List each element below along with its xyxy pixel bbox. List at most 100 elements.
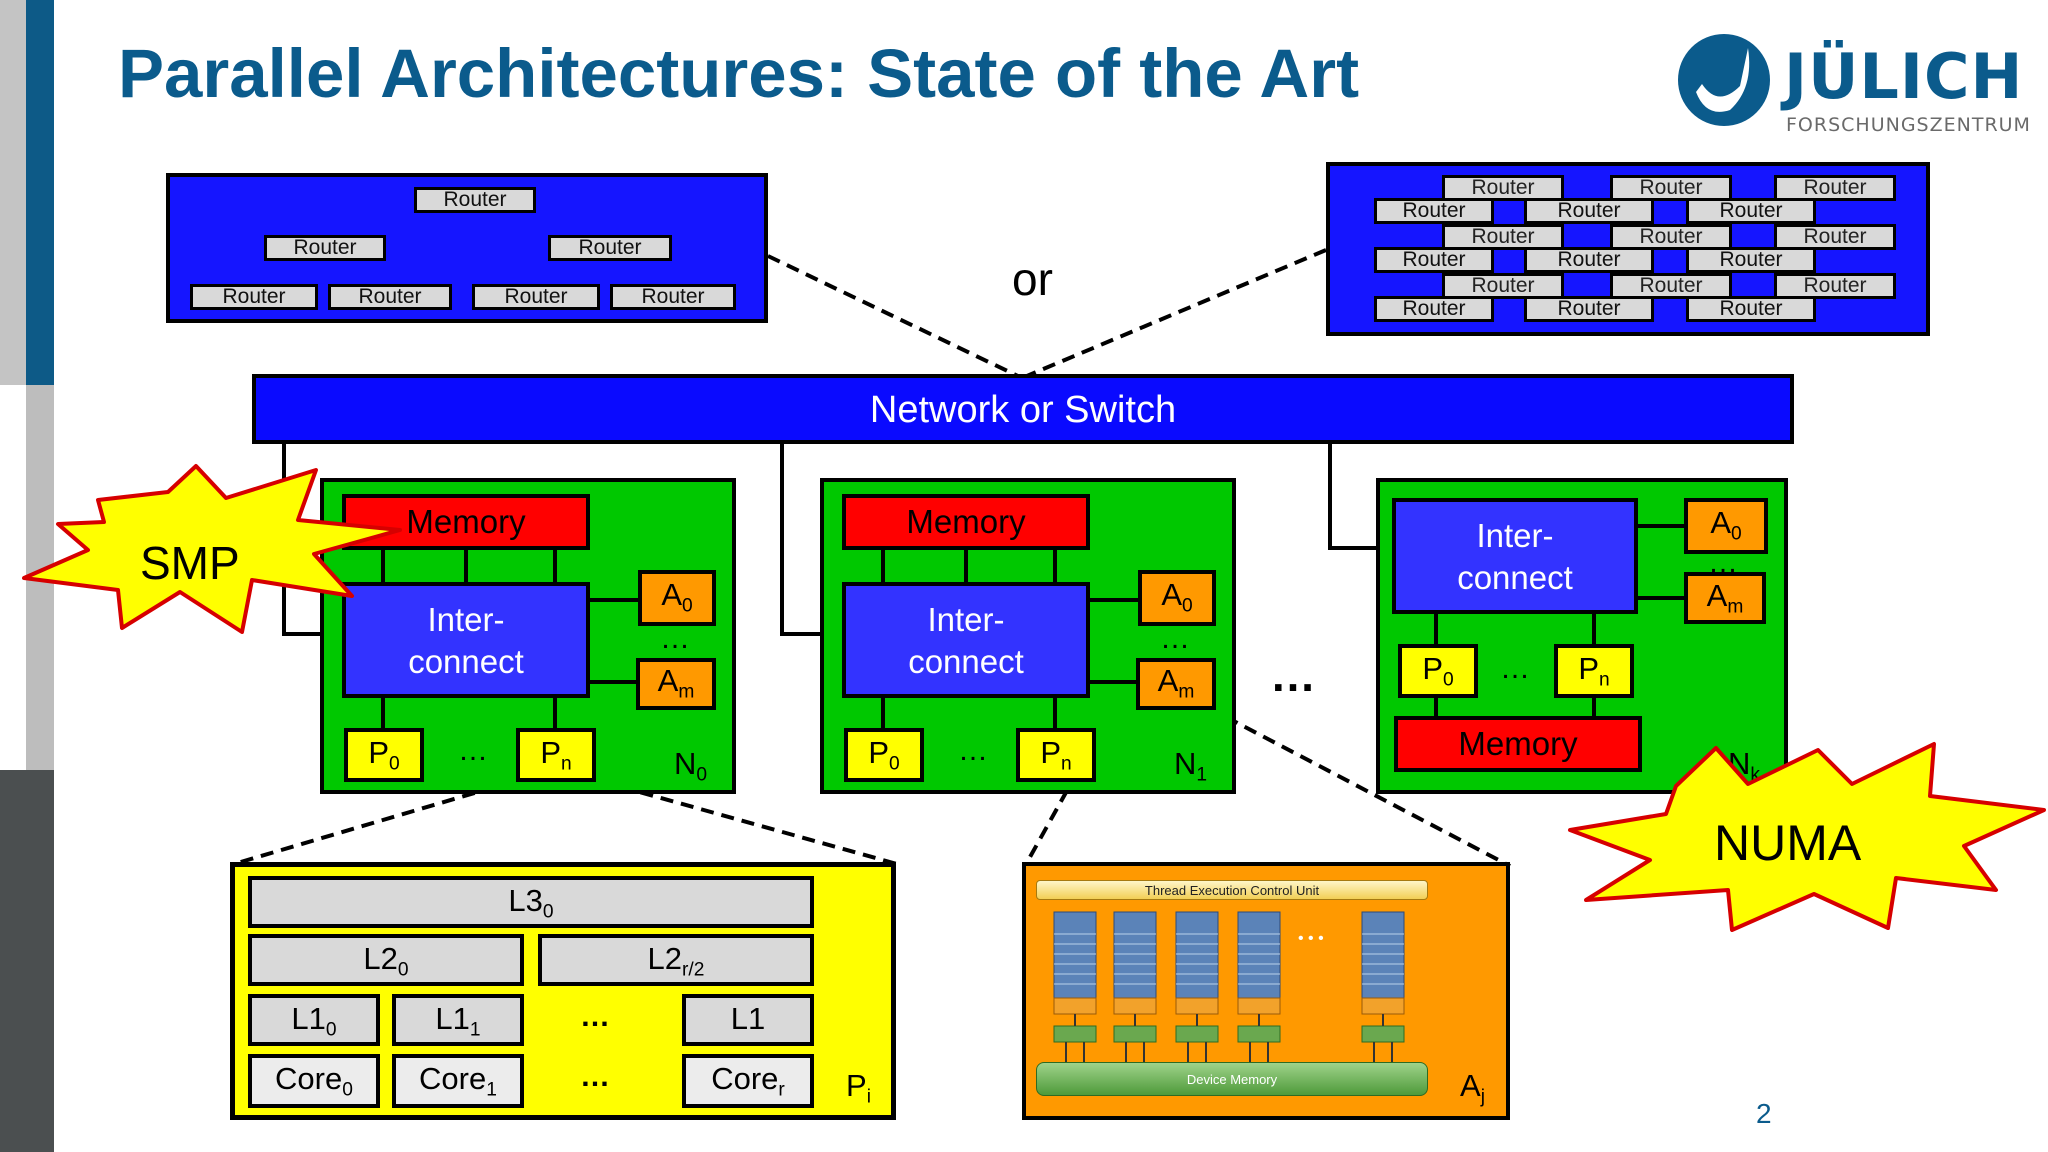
mesh-ghost-layer: Router Router Router Router Router Route… bbox=[1326, 162, 1930, 336]
wire bbox=[1634, 596, 1686, 600]
core-r: Corer bbox=[682, 1054, 814, 1108]
processor-p0: P0 bbox=[344, 728, 424, 782]
thread-processor-array bbox=[1053, 911, 1405, 1062]
wire bbox=[1053, 546, 1057, 586]
memory: Memory bbox=[342, 494, 590, 550]
wire bbox=[1328, 546, 1396, 550]
router: Router bbox=[1442, 224, 1564, 250]
wire bbox=[1328, 444, 1332, 550]
l1-cache-0: L10 bbox=[248, 994, 380, 1046]
accelerator-ellipsis: … bbox=[660, 622, 690, 655]
network-switch: Network or Switch bbox=[252, 374, 1794, 444]
interconnect: Inter- connect bbox=[842, 582, 1090, 698]
wire bbox=[588, 680, 640, 684]
interconnect-label-2: connect bbox=[908, 643, 1024, 680]
processor-detail-label: Pi bbox=[846, 1068, 871, 1108]
or-label: or bbox=[1012, 253, 1053, 305]
device-memory: Device Memory bbox=[1036, 1062, 1428, 1096]
core-0: Core0 bbox=[248, 1054, 380, 1108]
node-label-n1: N1 bbox=[1174, 746, 1208, 786]
router: Router bbox=[1442, 273, 1564, 299]
network-switch-label: Network or Switch bbox=[869, 389, 1177, 431]
node-label-n0: N0 bbox=[674, 746, 708, 786]
interconnect-label-1: Inter- bbox=[427, 601, 505, 638]
router: Router bbox=[264, 235, 386, 261]
accelerator-detail-label: Aj bbox=[1460, 1068, 1485, 1108]
l2-cache-r2: L2r/2 bbox=[538, 934, 814, 986]
processor-p0: P0 bbox=[1398, 644, 1478, 698]
accelerator-am: Am bbox=[1684, 572, 1766, 624]
processor-ellipsis: … bbox=[1500, 652, 1530, 685]
slide-title: Parallel Architectures: State of the Art bbox=[118, 35, 1360, 112]
accelerator-a0: A0 bbox=[1684, 498, 1768, 554]
interconnect-label-1: Inter- bbox=[927, 601, 1005, 638]
logo-name: JÜLICH bbox=[1784, 40, 2024, 113]
wire bbox=[1592, 610, 1596, 646]
wire bbox=[1053, 694, 1057, 730]
wire bbox=[1088, 598, 1140, 602]
side-bar-blue bbox=[26, 0, 54, 385]
logo-subtitle: FORSCHUNGSZENTRUM bbox=[1786, 114, 2031, 136]
numa-label: NUMA bbox=[1714, 815, 1862, 871]
router: Router bbox=[1524, 247, 1654, 273]
accelerator-a0: A0 bbox=[638, 570, 716, 626]
router: Router bbox=[1442, 175, 1564, 201]
interconnect: Inter- connect bbox=[342, 582, 590, 698]
accelerator-am: Am bbox=[1136, 658, 1216, 710]
wire bbox=[780, 444, 784, 636]
smp-burst bbox=[22, 464, 402, 634]
side-bar-gray-1 bbox=[0, 0, 26, 385]
interconnect: Inter- connect bbox=[1392, 498, 1638, 614]
nodes-ellipsis: … bbox=[1270, 649, 1316, 701]
numa-burst bbox=[1568, 742, 2046, 932]
router: Router bbox=[1524, 198, 1654, 224]
router: Router bbox=[472, 284, 600, 310]
router: Router bbox=[1524, 296, 1654, 322]
accelerator-am: Am bbox=[636, 658, 716, 710]
wire bbox=[881, 694, 885, 730]
interconnect-label-1: Inter- bbox=[1476, 517, 1554, 554]
wire bbox=[381, 694, 385, 730]
router: Router bbox=[1686, 198, 1816, 224]
smp-label: SMP bbox=[140, 537, 240, 589]
l1-cache-r: L1 bbox=[682, 994, 814, 1046]
router: Router bbox=[1774, 175, 1896, 201]
accelerator-dots: • • • bbox=[1298, 930, 1324, 947]
accelerator-ellipsis: … bbox=[1160, 622, 1190, 655]
core-ellipsis: … bbox=[580, 1060, 610, 1093]
l2-cache-0: L20 bbox=[248, 934, 524, 986]
l3-cache: L30 bbox=[248, 876, 814, 928]
router: Router bbox=[1610, 175, 1732, 201]
accelerator-a0: A0 bbox=[1138, 570, 1216, 626]
processor-pn: Pn bbox=[1554, 644, 1634, 698]
wire bbox=[1434, 610, 1438, 646]
router: Router bbox=[1374, 296, 1494, 322]
interconnect-label-2: connect bbox=[1457, 559, 1573, 596]
router: Router bbox=[1686, 247, 1816, 273]
interconnect-label-2: connect bbox=[408, 643, 524, 680]
wire bbox=[282, 632, 346, 636]
wire bbox=[1088, 680, 1140, 684]
wire bbox=[1592, 696, 1596, 718]
router: Router bbox=[1774, 273, 1896, 299]
thread-execution-control-unit: Thread Execution Control Unit bbox=[1036, 880, 1428, 900]
processor-pn: Pn bbox=[1016, 728, 1096, 782]
wire bbox=[1434, 696, 1438, 718]
router: Router bbox=[548, 235, 672, 261]
router: Router bbox=[190, 284, 318, 310]
processor-p0: P0 bbox=[844, 728, 924, 782]
wire bbox=[588, 598, 640, 602]
wire bbox=[553, 694, 557, 730]
wire bbox=[464, 546, 468, 586]
memory: Memory bbox=[842, 494, 1090, 550]
router: Router bbox=[610, 284, 736, 310]
memory: Memory bbox=[1394, 716, 1642, 772]
router: Router bbox=[1610, 224, 1732, 250]
router: Router bbox=[1610, 273, 1732, 299]
side-bar-dark bbox=[0, 770, 54, 1152]
router: Router bbox=[1374, 247, 1494, 273]
wire bbox=[780, 632, 846, 636]
router: Router bbox=[1686, 296, 1816, 322]
wire bbox=[1634, 524, 1686, 528]
wire bbox=[881, 546, 885, 586]
